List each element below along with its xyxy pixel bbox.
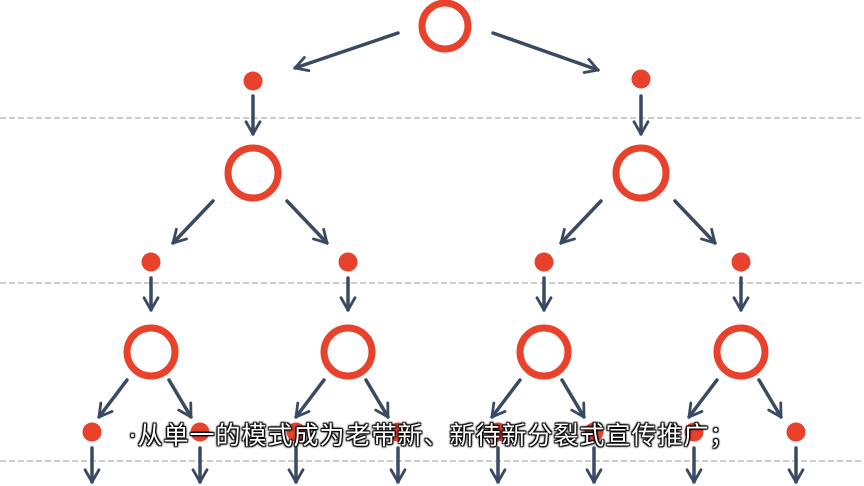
tree-group [82, 0, 806, 484]
node-dot [286, 422, 306, 442]
arrow [97, 378, 129, 419]
arrow [285, 199, 329, 245]
arrow [364, 378, 390, 419]
arrow [687, 378, 719, 419]
node-dot [684, 422, 704, 442]
arrow [673, 199, 717, 245]
node-dot [631, 69, 651, 89]
divider-lines [0, 117, 864, 462]
arrow [167, 378, 193, 419]
node-dot [388, 422, 408, 442]
node-dot [534, 252, 554, 272]
arrow [491, 31, 600, 74]
node-ring [224, 144, 282, 202]
node-dot [243, 71, 263, 91]
node-ring [612, 144, 670, 202]
node-dot [141, 252, 161, 272]
node-dot [731, 252, 751, 272]
node-ring [123, 324, 179, 380]
node-dot [584, 422, 604, 442]
node-ring [320, 324, 376, 380]
arrow [559, 199, 603, 245]
arrow [490, 378, 522, 419]
node-dot [488, 422, 508, 442]
caption-subtitle: ·从单一的模式成为老带新、新待新分裂式宣传推广； [128, 421, 736, 450]
node-ring [713, 324, 769, 380]
arrow [171, 199, 215, 245]
node-ring [418, 0, 472, 53]
arrow [293, 31, 400, 73]
arrow [560, 378, 586, 419]
node-dot [338, 252, 358, 272]
node-dot [190, 422, 210, 442]
arrow [294, 378, 326, 419]
node-ring [516, 324, 572, 380]
node-dot [786, 422, 806, 442]
arrow [757, 378, 783, 419]
node-dot [82, 422, 102, 442]
